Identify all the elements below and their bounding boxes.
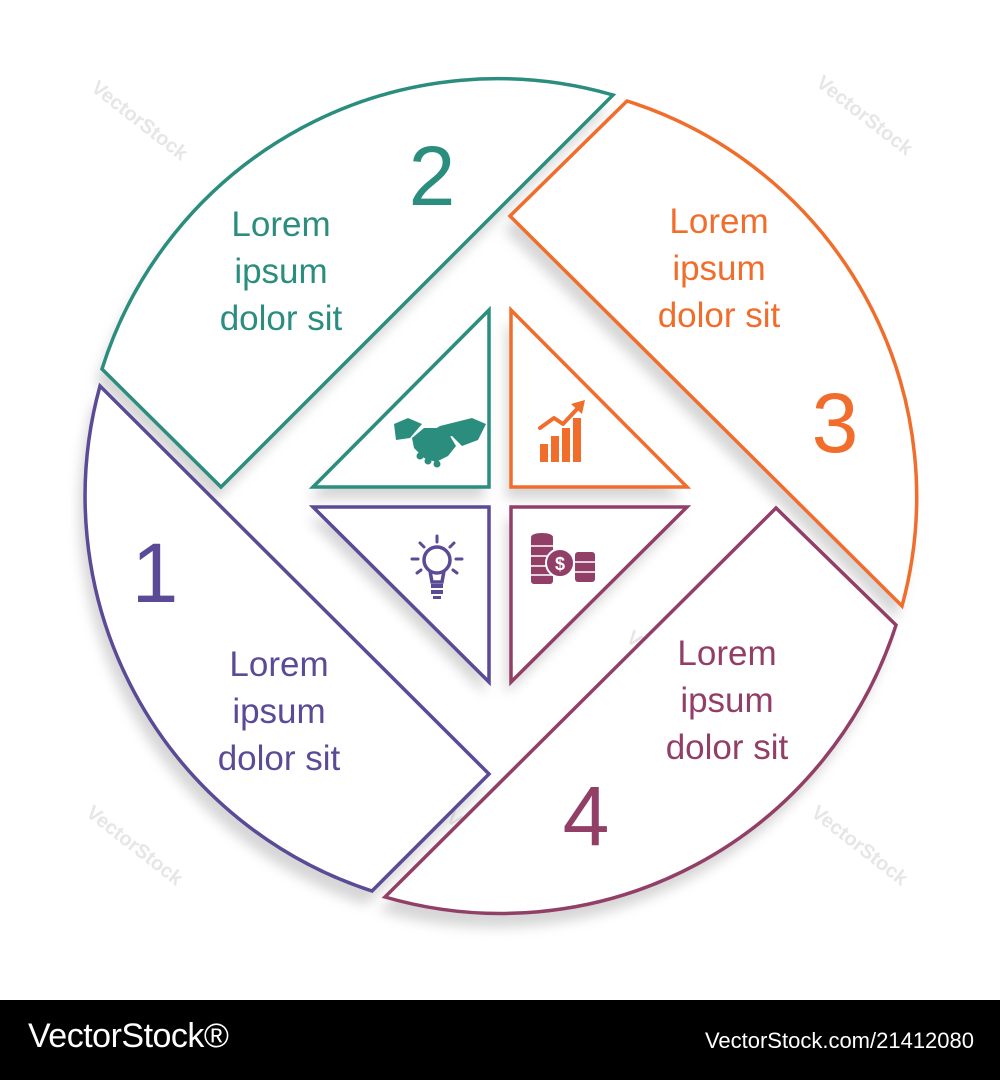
segment-2-line-1: Lorem bbox=[231, 205, 330, 244]
coins-icon: $ bbox=[531, 533, 595, 584]
segment-3-shape bbox=[507, 99, 919, 610]
segment-4-number: 4 bbox=[563, 769, 610, 863]
segment-4-line-1: Lorem bbox=[677, 634, 776, 673]
watermark-text: VectorStock bbox=[807, 802, 912, 891]
segment-1-shape bbox=[83, 382, 492, 893]
handshake-icon bbox=[394, 418, 486, 468]
segment-4-text: Lorem ipsum dolor sit bbox=[666, 634, 789, 767]
watermark-text: VectorStock bbox=[812, 72, 917, 161]
segment-1-line-3: dolor sit bbox=[218, 739, 341, 778]
segment-3-number: 3 bbox=[812, 376, 859, 470]
segment-1-text: Lorem ipsum dolor sit bbox=[218, 645, 341, 778]
watermark-text: VectorStock bbox=[87, 77, 192, 166]
segment-2-line-2: ipsum bbox=[234, 252, 327, 291]
segment-2-number: 2 bbox=[409, 129, 456, 223]
segment-3-line-2: ipsum bbox=[672, 249, 765, 288]
segment-3-line-1: Lorem bbox=[669, 202, 768, 241]
segment-2-shape bbox=[100, 76, 617, 490]
segment-1-number: 1 bbox=[132, 526, 179, 620]
segment-1-line-2: ipsum bbox=[232, 692, 325, 731]
growth-chart-icon bbox=[538, 400, 585, 462]
segment-2-text: Lorem ipsum dolor sit bbox=[220, 205, 343, 338]
lightbulb-icon bbox=[410, 534, 464, 599]
segment-4-line-3: dolor sit bbox=[666, 728, 789, 767]
segment-1-line-1: Lorem bbox=[229, 645, 328, 684]
diagram-canvas: VectorStock VectorStock VectorStock Vect… bbox=[79, 72, 919, 928]
stock-brand-logo: VectorStock® bbox=[28, 1017, 229, 1055]
stock-footer-bar: VectorStock® VectorStock.com/21412080 bbox=[0, 1000, 1000, 1080]
svg-text:$: $ bbox=[555, 554, 565, 574]
watermark-text: VectorStock bbox=[82, 802, 187, 891]
segment-4-shape bbox=[381, 505, 898, 916]
segment-3-line-3: dolor sit bbox=[658, 296, 781, 335]
image-id-label: VectorStock.com/21412080 bbox=[704, 1028, 974, 1053]
segment-3-text: Lorem ipsum dolor sit bbox=[658, 202, 781, 335]
segment-2-line-3: dolor sit bbox=[220, 299, 343, 338]
segment-4-line-2: ipsum bbox=[680, 681, 773, 720]
